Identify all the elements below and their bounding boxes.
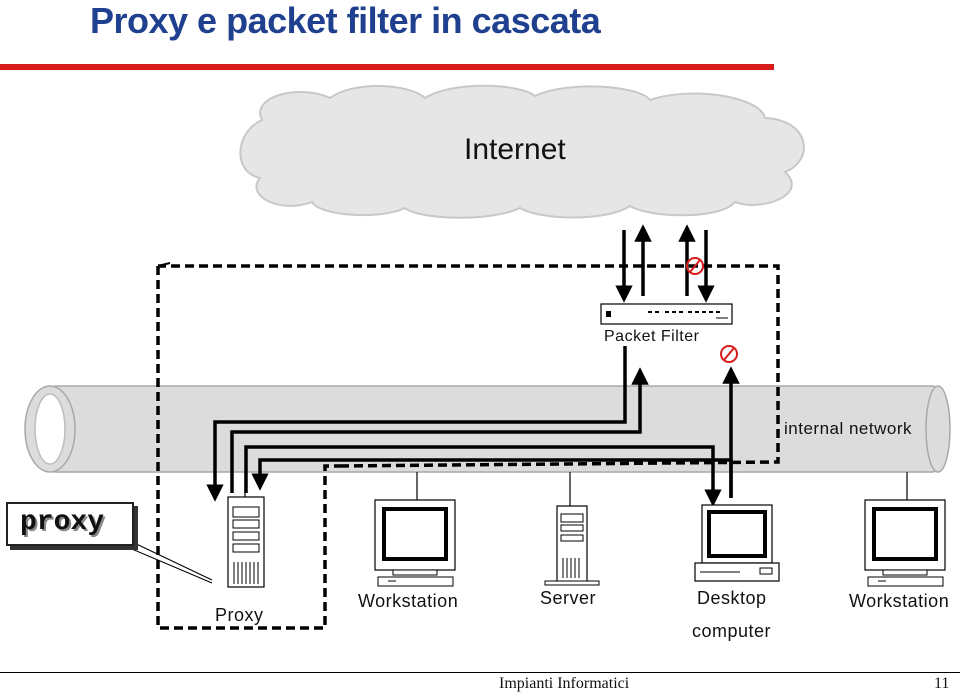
page-number: 11: [934, 675, 950, 692]
desktop-computer-icon: [694, 504, 780, 582]
footer-rule: [0, 672, 960, 673]
packet-filter-device: [600, 303, 733, 325]
proxy-callout-box: [6, 502, 134, 546]
path-filter-to-proxy: [206, 346, 627, 502]
boundary-connector-left: [157, 262, 171, 267]
internal-network-label: internal network: [784, 419, 913, 438]
proxy-tower-icon: [227, 496, 265, 588]
path-desktop-to-proxy-b: [251, 458, 733, 498]
desktop-caption-line2: computer: [692, 621, 772, 641]
server-caption: Server: [540, 588, 597, 608]
proxy-label-pointer: [119, 539, 213, 584]
title-underline: [0, 64, 774, 70]
proxy-caption: Proxy: [215, 605, 264, 625]
blocked-icon-bottom: [720, 345, 738, 363]
workstation-1-caption: Workstation: [358, 591, 459, 611]
path-proxy-to-desktop: [244, 445, 722, 507]
workstation-1-icon: [374, 499, 456, 587]
page-title: Proxy e packet filter in cascata: [90, 0, 601, 41]
proxy-callout-label: proxy: [20, 507, 105, 538]
server-tower-icon: [544, 505, 600, 586]
desktop-caption-line1: Desktop: [697, 588, 767, 608]
workstation-2-caption: Workstation: [849, 591, 950, 611]
proxy-routing-lines: [206, 346, 740, 507]
packet-filter-label: Packet Filter: [604, 328, 700, 345]
firewall-boundary-dashed: [156, 264, 780, 630]
workstation-2-icon: [864, 499, 946, 587]
blocked-icon-top: [686, 257, 704, 275]
footer-text: Impianti Informatici: [499, 675, 630, 692]
internal-network-pipe: [24, 385, 951, 473]
host-drop-lines: [244, 472, 908, 506]
internet-label: Internet: [464, 133, 566, 166]
internet-cloud: [239, 84, 805, 219]
path-proxy-to-filter: [230, 367, 649, 493]
